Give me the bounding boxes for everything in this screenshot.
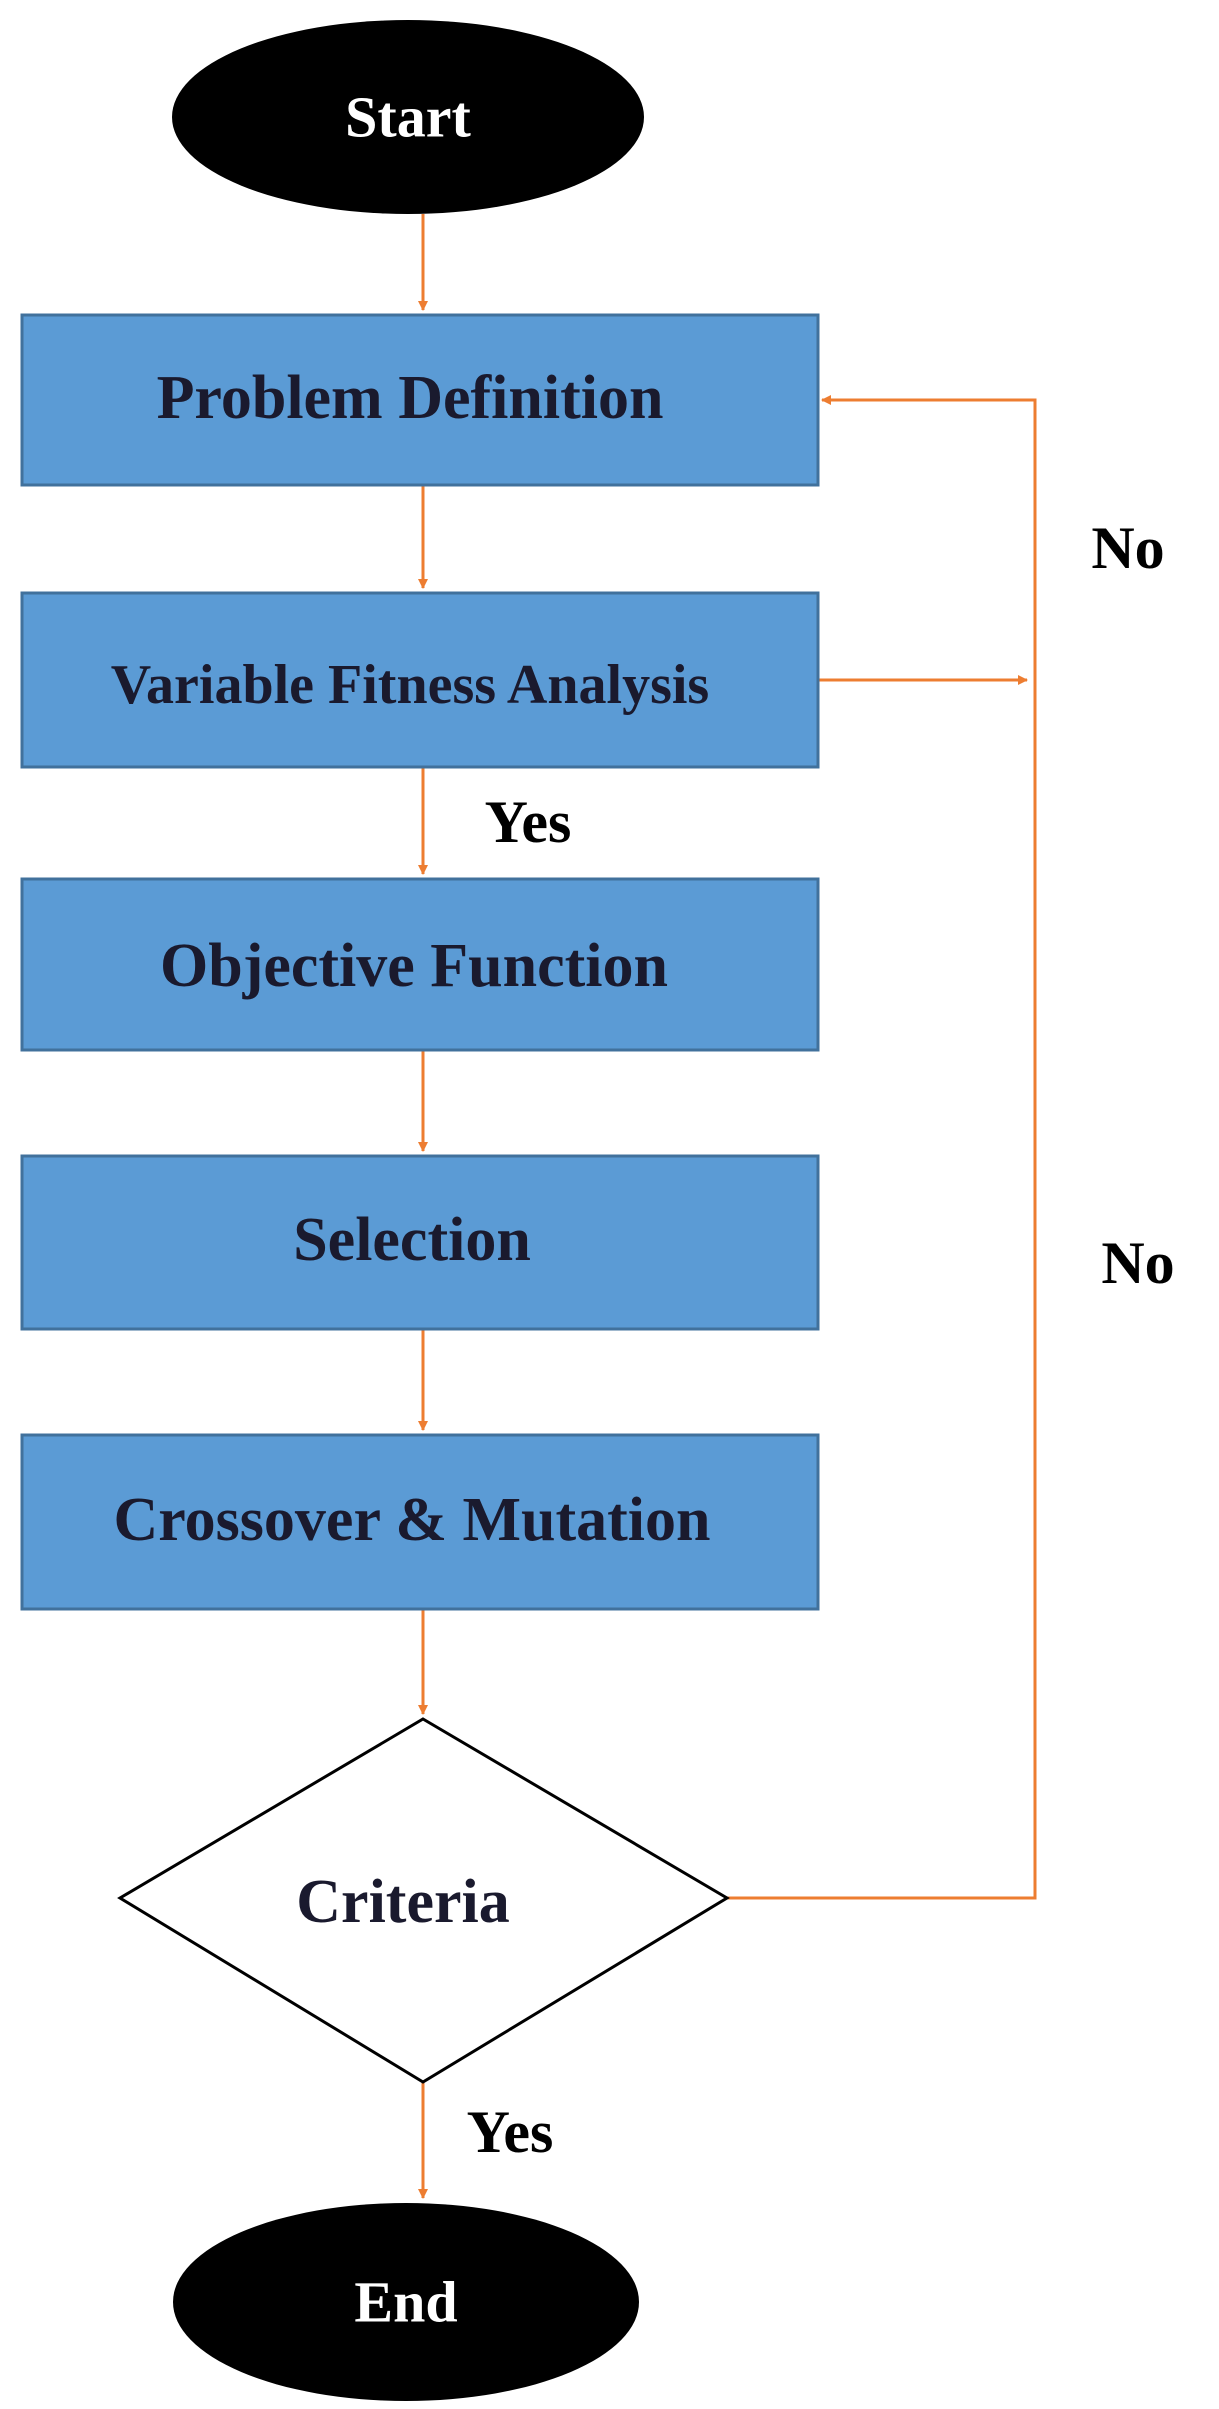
criteria-label: Criteria (296, 1868, 509, 1936)
criteria-loopback-connector (727, 395, 1037, 1900)
end-label: End (354, 2270, 457, 2335)
fitness-yes-label: Yes (485, 789, 572, 855)
end-ellipse (173, 2203, 639, 2401)
problem-definition-box: Problem Definition (20, 313, 820, 487)
objective-function-rect (20, 877, 820, 1052)
crossover-mutation-rect (20, 1433, 820, 1611)
edge-labels: Yes No No Yes (467, 515, 1175, 2165)
criteria-decision: Criteria (117, 1717, 730, 2084)
start-ellipse (172, 20, 644, 214)
start-label: Start (345, 85, 471, 150)
variable-fitness-analysis-box: Variable Fitness Analysis (20, 591, 820, 769)
problem-definition-label: Problem Definition (157, 364, 664, 432)
connectors (418, 214, 1037, 2199)
start-terminal: Start (172, 20, 644, 214)
variable-fitness-analysis-label: Variable Fitness Analysis (111, 654, 709, 716)
criteria-no-label: No (1101, 1230, 1174, 1296)
criteria-diamond (117, 1717, 730, 2084)
selection-label: Selection (293, 1206, 531, 1274)
variable-fitness-analysis-rect (20, 591, 820, 769)
problem-definition-rect (20, 313, 820, 487)
end-terminal: End (173, 2203, 639, 2401)
objective-function-box: Objective Function (20, 877, 820, 1052)
selection-rect (20, 1154, 820, 1331)
criteria-yes-label: Yes (467, 2099, 554, 2165)
fitness-no-label: No (1091, 515, 1164, 581)
crossover-mutation-box: Crossover & Mutation (20, 1433, 820, 1611)
objective-function-label: Objective Function (160, 932, 668, 1000)
crossover-mutation-label: Crossover & Mutation (114, 1486, 711, 1554)
selection-box: Selection (20, 1154, 820, 1331)
